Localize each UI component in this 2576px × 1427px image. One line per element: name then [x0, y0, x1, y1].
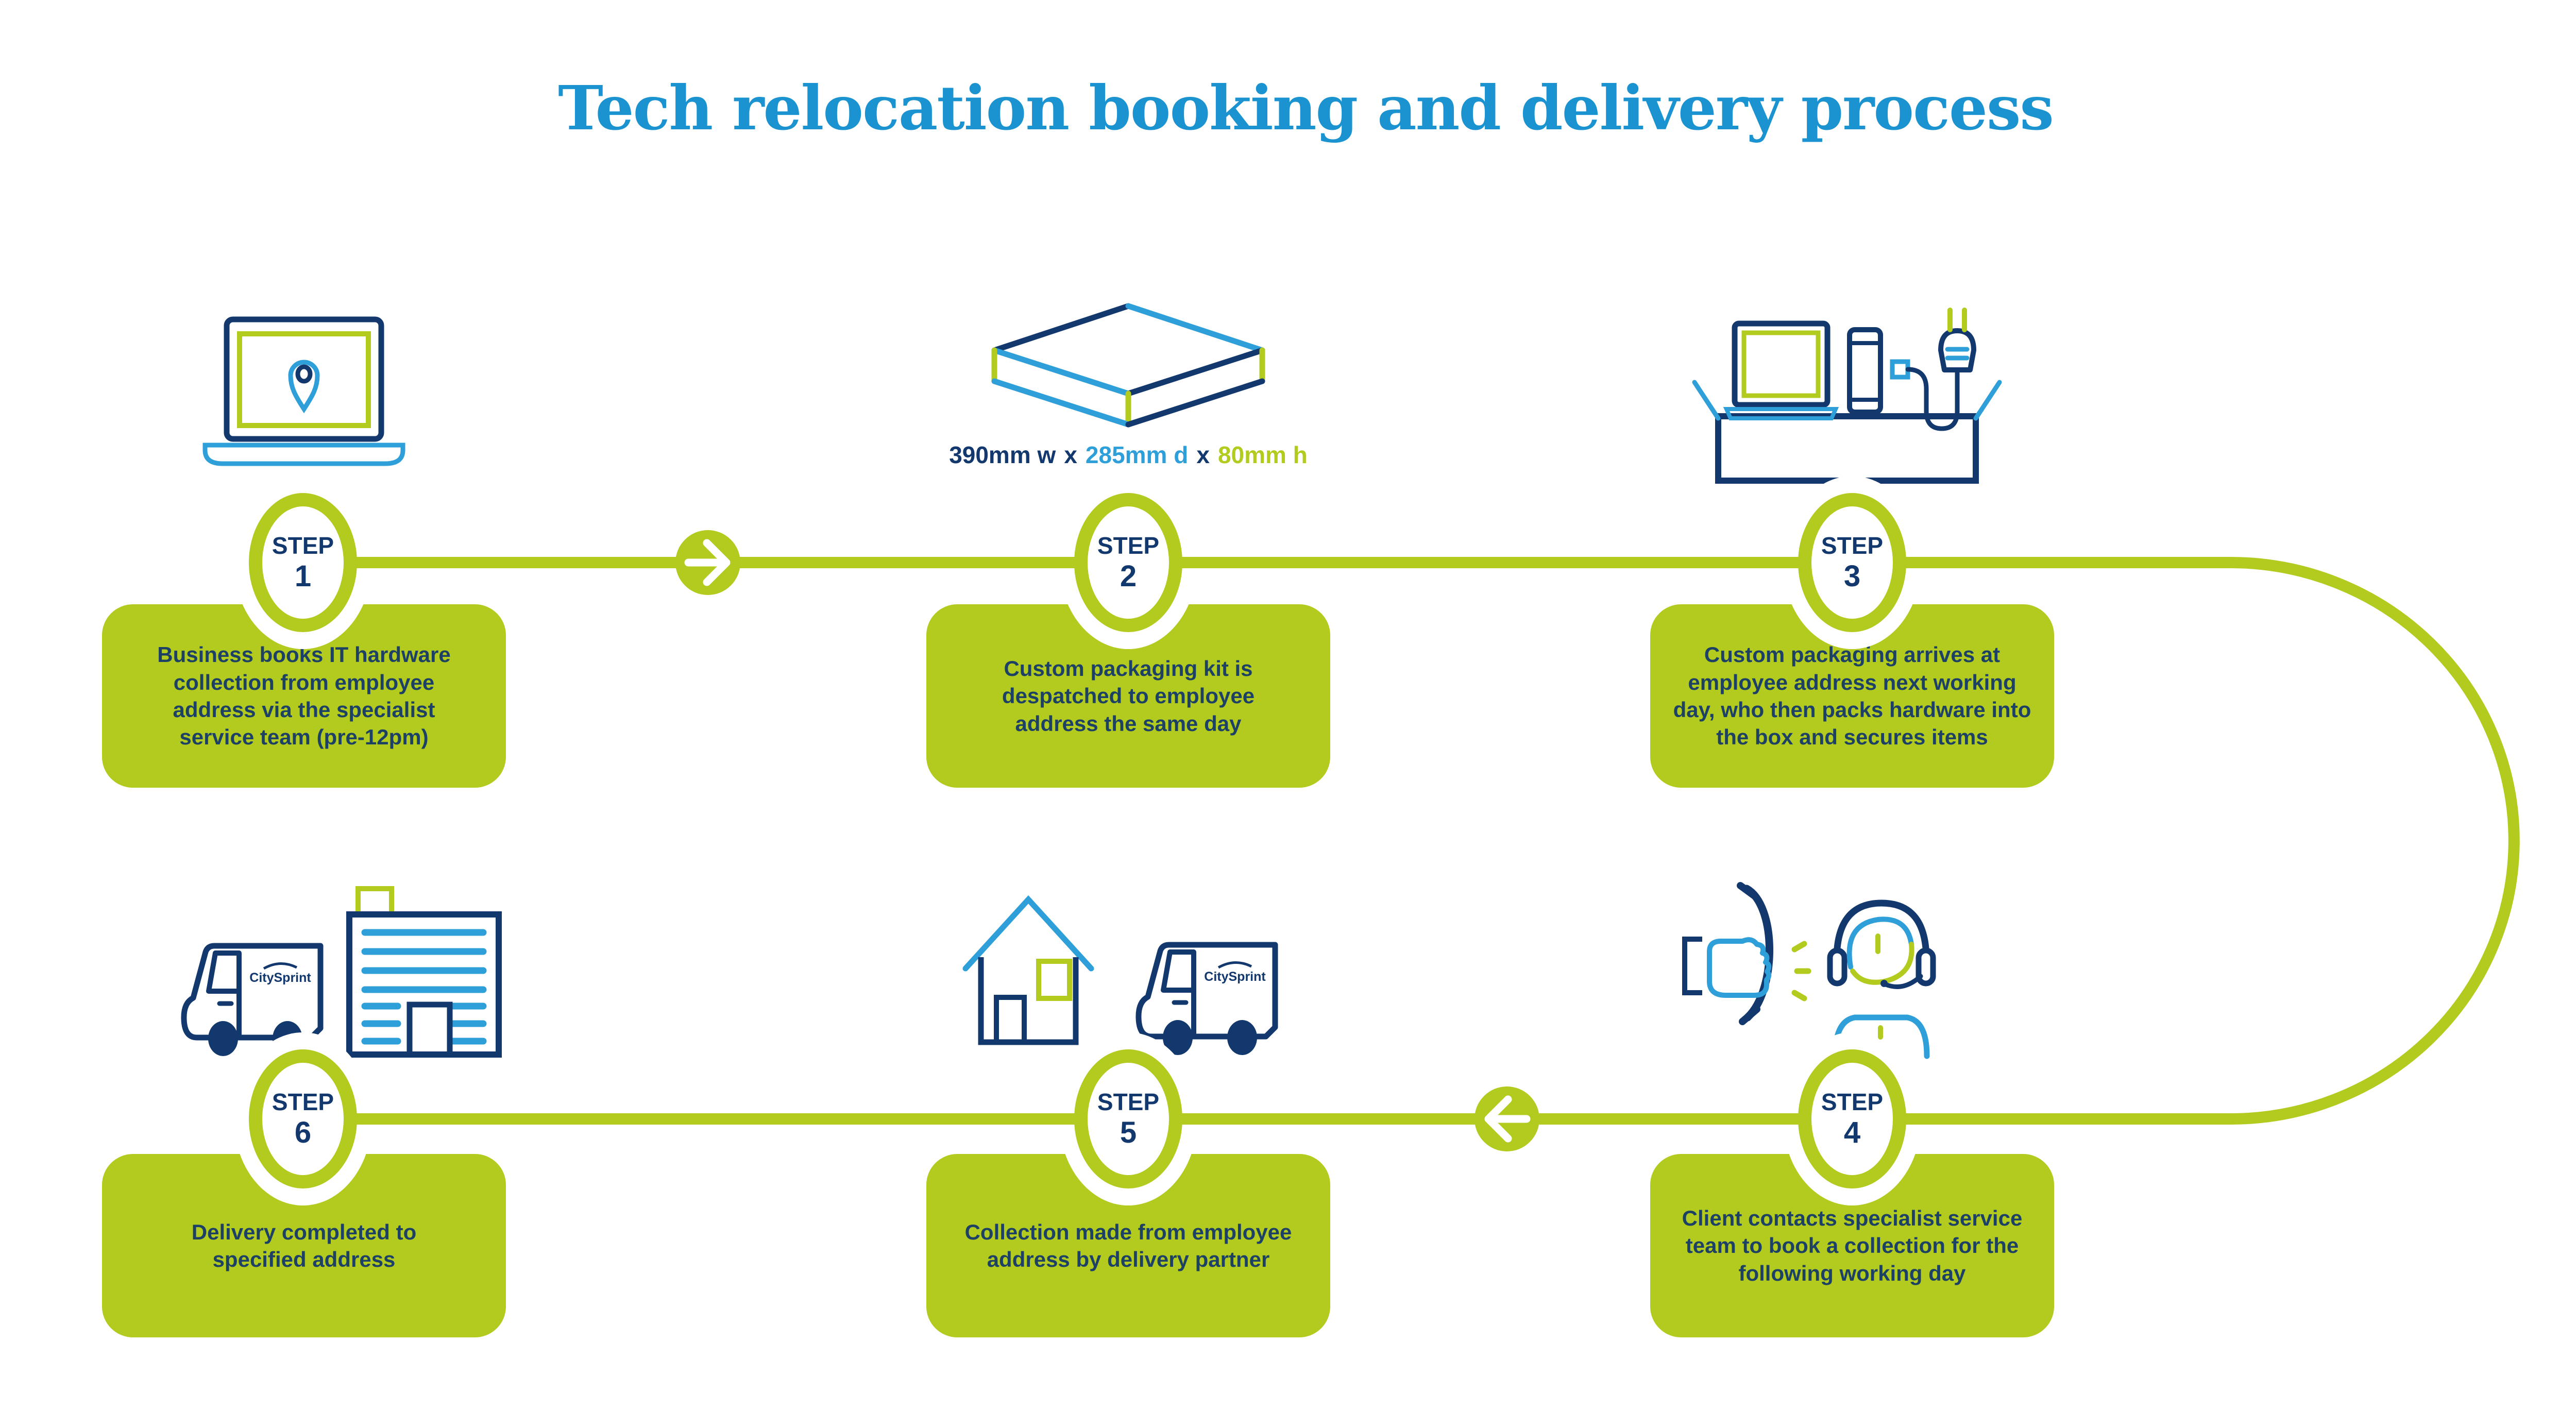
delivery-office-icon: CitySprint: [181, 886, 502, 1058]
step-6-badge: STEP 6: [249, 1049, 357, 1188]
packed-hardware-box-icon: [1692, 308, 2002, 484]
laptop-icon: [1723, 320, 1839, 420]
step-4-description: Client contacts specialist service team …: [1682, 1206, 2023, 1285]
step-2-label: STEP: [1097, 532, 1160, 559]
brand-logo-text: CitySprint: [249, 971, 311, 985]
dimension-depth: 285mm d: [1085, 441, 1189, 468]
dimension-height: 80mm h: [1217, 441, 1308, 468]
delivery-van-icon: CitySprint: [1136, 942, 1278, 1055]
arrow-forward-icon: [675, 530, 740, 595]
step-6-description: Delivery completed to specified address: [191, 1219, 417, 1271]
home-collection-icon: CitySprint: [962, 895, 1278, 1055]
arrow-backward-icon: [1475, 1086, 1539, 1151]
page-title: Tech relocation booking and delivery pro…: [558, 72, 2054, 144]
step-5-number: 5: [1120, 1116, 1137, 1149]
step-2-description: Custom packaging kit is despatched to em…: [1002, 656, 1255, 736]
step-1-label: STEP: [272, 532, 334, 559]
phone-handset-icon: [1682, 882, 1811, 1025]
step-1-number: 1: [294, 559, 312, 593]
packaging-box-icon: [991, 303, 1265, 428]
location-pin-icon: [288, 360, 320, 414]
house-icon: [962, 895, 1094, 1045]
dimension-separator: x: [1064, 441, 1077, 468]
step-2-number: 2: [1120, 559, 1137, 593]
step-3-number: 3: [1843, 559, 1861, 593]
call-support-icon: [1682, 882, 1936, 1059]
phone-icon: [1847, 327, 1883, 415]
office-building-icon: [346, 886, 502, 1058]
step-5-label: STEP: [1097, 1089, 1160, 1115]
step-5-badge: STEP 5: [1074, 1049, 1182, 1188]
step-4-label: STEP: [1821, 1089, 1884, 1115]
step-2-badge: STEP 2: [1074, 493, 1182, 632]
step-6-number: 6: [294, 1116, 312, 1149]
package-dimensions-label: 390mm w x 285mm d x 80mm h: [896, 441, 1360, 469]
step-4-badge: STEP 4: [1798, 1049, 1906, 1188]
step-6-label: STEP: [272, 1089, 334, 1115]
brand-logo-text: CitySprint: [1204, 970, 1266, 984]
laptop-location-icon: [202, 316, 405, 466]
step-1-badge: STEP 1: [249, 493, 357, 632]
step-3-description: Custom packaging arrives at employee add…: [1673, 642, 2031, 750]
step-4-number: 4: [1843, 1116, 1861, 1149]
step-1-description: Business books IT hardware collection fr…: [157, 642, 451, 750]
step-5-description: Collection made from employee address by…: [964, 1219, 1292, 1271]
step-3-label: STEP: [1821, 532, 1884, 559]
step-4-description-box: Client contacts specialist service team …: [1650, 1154, 2054, 1337]
headset-agent-icon: [1827, 899, 1936, 1059]
delivery-van-icon: CitySprint: [181, 943, 324, 1056]
dimension-separator: x: [1196, 441, 1210, 468]
hand-icon: [1707, 937, 1772, 998]
power-plug-icon: [1890, 308, 1976, 431]
dimension-width: 390mm w: [949, 441, 1056, 468]
connector-path: [303, 557, 2520, 1125]
step-3-badge: STEP 3: [1798, 493, 1906, 632]
